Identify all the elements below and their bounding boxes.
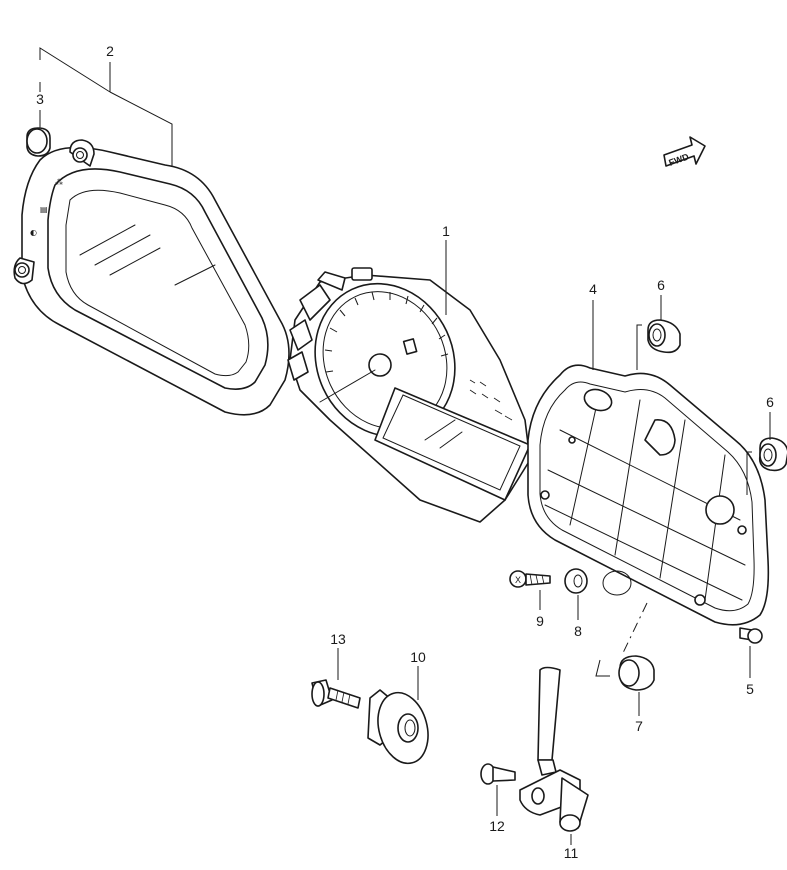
grommet-7	[618, 655, 655, 691]
callout-13: 13	[330, 631, 346, 647]
callout-9: 9	[536, 613, 544, 629]
callout-1: 1	[442, 223, 450, 239]
callout-2: 2	[106, 43, 114, 59]
case-boss	[602, 570, 632, 596]
callout-8: 8	[574, 623, 582, 639]
callout-7: 7	[635, 718, 643, 734]
grommet-6-upper	[647, 319, 681, 354]
svg-text:⁂: ⁂	[55, 177, 63, 187]
leader-lines	[39, 47, 771, 845]
bolt-13	[311, 679, 361, 709]
grommet-6-lower	[758, 437, 787, 472]
svg-text:X: X	[515, 575, 521, 585]
callout-6-upper: 6	[657, 277, 665, 293]
front-cover-lens: ⁂ ▤ ◐	[13, 139, 290, 416]
meter-assembly	[287, 267, 531, 523]
callout-12: 12	[489, 818, 505, 834]
grommet-3	[26, 127, 51, 157]
callout-5: 5	[746, 681, 754, 697]
callout-6-lower: 6	[766, 394, 774, 410]
callout-4: 4	[589, 281, 597, 297]
screw-9: X	[509, 570, 551, 588]
callouts: 2 3 1 4 6 6 9 8 5 7 13 10 12 11	[36, 43, 774, 861]
svg-text:◐: ◐	[30, 228, 37, 237]
washer-8	[564, 568, 588, 594]
screw-12	[480, 763, 516, 785]
fwd-arrow-icon: FWD	[663, 136, 706, 168]
screw-5	[739, 627, 763, 644]
callout-3: 3	[36, 91, 44, 107]
meter-case	[527, 364, 770, 626]
speed-sensor-11	[519, 666, 589, 832]
svg-text:▤: ▤	[40, 205, 48, 214]
callout-10: 10	[410, 649, 426, 665]
callout-11: 11	[564, 845, 579, 861]
gear-10	[367, 689, 429, 765]
